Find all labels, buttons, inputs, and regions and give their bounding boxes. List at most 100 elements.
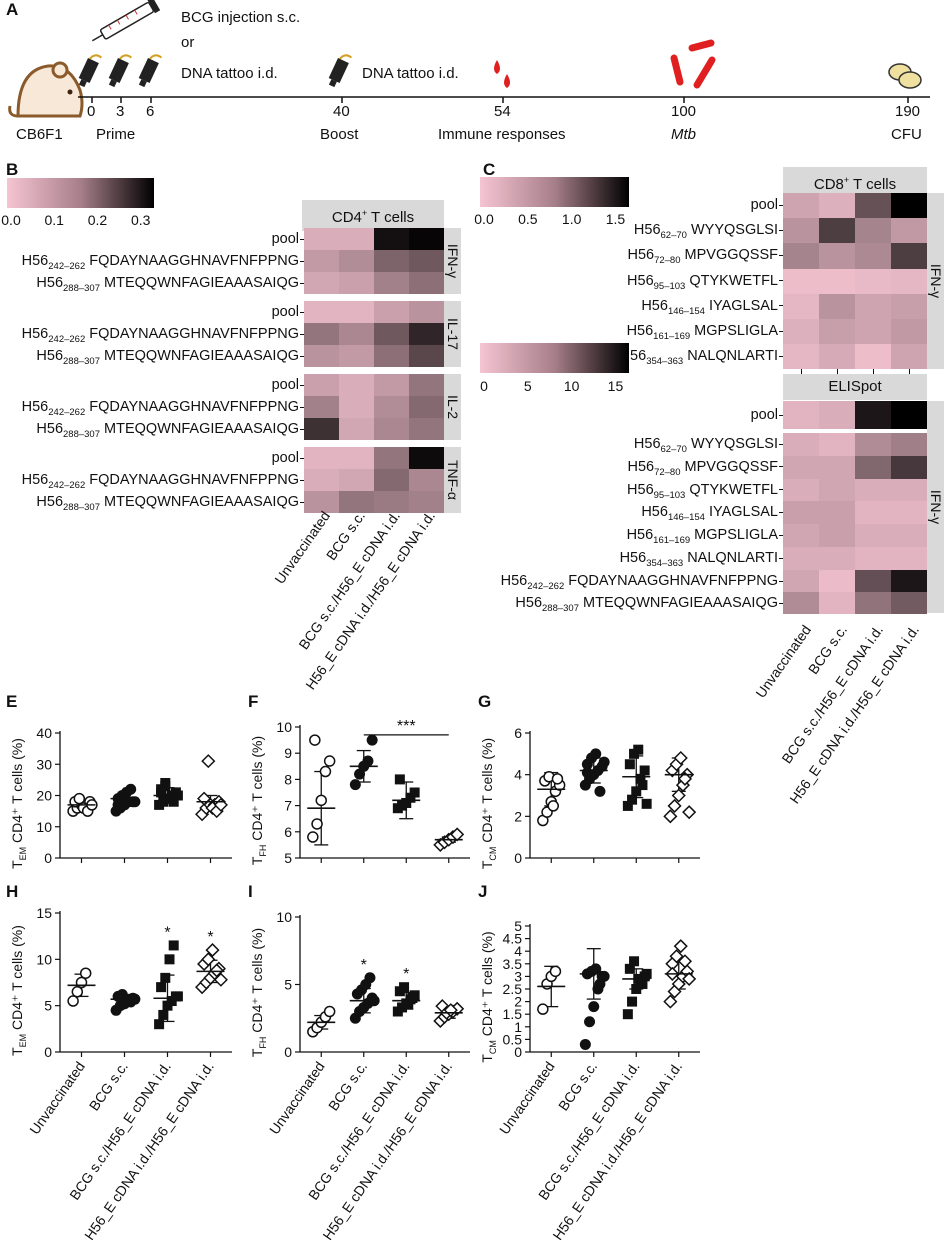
y-tick-label: 1.5 [503,1006,523,1022]
row-tick [779,330,783,332]
colorbar-tick: 0.1 [44,212,64,228]
data-point [195,807,210,822]
row-tick [300,457,304,459]
data-point [195,980,210,995]
data-point [209,963,224,978]
or-label: or [181,34,195,51]
heatmap-b-cell [304,396,339,418]
heatmap-b-cell [304,301,339,323]
data-point [667,984,682,999]
panel-letter-f: F [248,692,259,711]
heatmap-d-row-label: H5672–80 MPVGGQSSF [627,456,783,479]
data-point [166,790,177,801]
data-point [594,978,606,990]
group-label: Unvaccinated [496,1059,558,1138]
blood-drop-icon [494,60,510,88]
significance-stars: *** [397,718,416,735]
heatmap-c-row-label: H5695–103 QTYKWETFL [627,269,783,294]
heatmap-b-cell [304,374,339,396]
dna-tattoo-label-boost: DNA tattoo i.d. [362,65,459,82]
heatmap-b-cell [409,418,444,440]
data-point [641,798,652,809]
heatmap-b-row-label: H56242–262 FQDAYNAAGGHNAVFNFPPNG [22,469,304,491]
data-point [596,760,608,772]
data-point [439,1005,454,1020]
colorbar-tick: 1.0 [561,211,582,227]
heatmap-d-cell [783,433,819,456]
y-tick-label: 5 [514,918,522,934]
colorbar-tick: 0.2 [87,212,108,228]
data-point [405,792,416,803]
data-point [445,1004,461,1019]
data-point [205,943,220,958]
heatmap-b-cell [374,272,409,294]
heatmap-c-row-label: pool [751,193,783,218]
data-point [682,971,697,986]
group-label: Unvaccinated [26,1059,88,1138]
heatmap-c-cell [891,268,927,294]
y-tick-label: 4.5 [503,931,523,947]
colorbar-b [7,178,154,208]
row-tick [779,512,783,514]
row-tick [779,414,783,416]
data-point [368,995,380,1007]
bacteria-icon [670,39,716,89]
heatmap-c-cell [783,193,819,219]
data-point [166,996,177,1007]
timeline-ticks [91,97,909,103]
heatmap-b-cell [374,301,409,323]
significance-star: * [207,929,213,946]
data-point [203,970,218,985]
heatmap-b-row-label: H56288–307 MTEQQWNFAGIEAAASAIQG [36,491,304,513]
group-label: BCG s.c. [86,1059,131,1114]
prime-label: Prime [96,126,136,143]
data-point [205,800,220,816]
data-point [164,793,175,804]
data-point [211,794,226,809]
heatmap-b-cell [374,323,409,345]
heatmap-c-cell [891,293,927,319]
data-point [671,976,686,992]
data-point [116,989,128,1001]
data-point [356,984,368,996]
panel-letter-h: H [6,882,19,901]
heatmap-b-cell [339,418,374,440]
heatmap-c-cell [855,218,891,244]
data-point [201,754,216,769]
heatmap-b-cell [374,447,409,469]
y-tick-label: 8 [284,771,292,787]
heatmap-d-cell [819,592,855,614]
immune-responses-label: Immune responses [438,126,566,143]
heatmap-b-cell [374,228,409,250]
data-point [71,986,84,998]
y-tick-label: 10 [36,819,52,835]
heatmap-b-cell [304,418,339,440]
data-point [213,797,228,812]
heatmap-d-title: ELISpot [783,374,927,400]
data-point [539,775,551,787]
data-point [112,799,124,811]
data-point [673,750,688,766]
tick-0: 0 [87,103,96,120]
mouse-icon [8,61,84,118]
data-point [637,780,648,791]
data-point [627,794,638,805]
heatmap-b-row-label: pool [272,228,304,250]
data-point [543,771,555,783]
data-point [127,992,139,1004]
data-point [358,1001,370,1013]
data-point [409,787,420,798]
data-point [677,771,693,786]
data-point [79,967,92,979]
mouse-strain-label: CB6F1 [16,126,63,143]
heatmap-d-row-label: H56161–169 MGPSLIGLA [627,524,783,547]
colorbar-tick: 0.5 [518,211,538,227]
heatmap-c-row-label: H56354–363 NALQNLARTI [620,344,783,369]
data-point [358,760,370,772]
data-point [323,1005,336,1018]
data-point [199,975,214,990]
data-point [84,796,96,808]
row-tick [779,443,783,445]
